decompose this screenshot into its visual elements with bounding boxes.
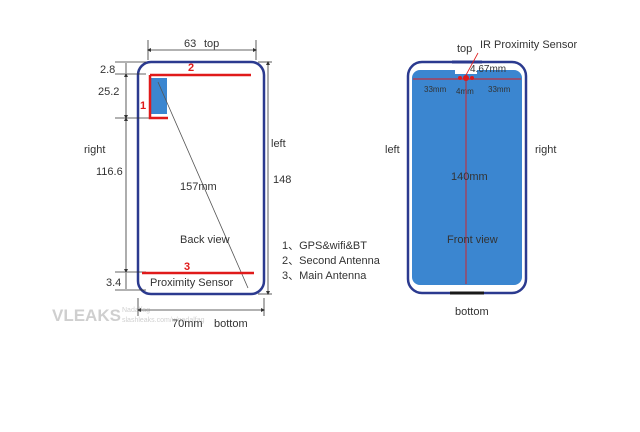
back-label-top: top <box>204 38 219 50</box>
ir-sensor-label: IR Proximity Sensor <box>480 39 578 51</box>
dim-body-height: 116.6 <box>96 166 123 178</box>
dim-antenna-height: 25.2 <box>98 86 119 98</box>
back-phone-outline <box>136 60 266 296</box>
marker-1: 1 <box>140 100 146 112</box>
front-label-right: right <box>535 144 556 156</box>
watermark: VLEAKS Nadalfag slashleaks.com/u/nadalfa… <box>52 306 205 325</box>
legend-item-3: 3、Main Antenna <box>282 270 367 282</box>
antenna-legend: 1、GPS&wifi&BT 2、Second Antenna 3、Main An… <box>282 240 381 282</box>
dim-bottom-gap: 3.4 <box>106 277 121 289</box>
dim-width-top: 63 <box>184 38 196 50</box>
dim-full-height: 148 <box>273 174 291 186</box>
diagonal-line <box>157 81 249 289</box>
dim-top-gap: 2.8 <box>100 64 115 76</box>
antenna-1-line <box>148 75 168 120</box>
watermark-line2: slashleaks.com/u/nadalfag <box>122 317 205 324</box>
dim-sensor-offset: 4.67mm <box>470 64 506 75</box>
ir-sensor-dot <box>463 75 469 81</box>
marker-3: 3 <box>184 261 190 273</box>
back-label-left: left <box>271 138 286 150</box>
legend-item-1: 1、GPS&wifi&BT <box>282 240 367 252</box>
dim-diagonal: 157mm <box>180 181 217 193</box>
front-view-diagram: top IR Proximity Sensor 4.67mm 33mm 4mm … <box>385 39 578 318</box>
proximity-sensor-label: Proximity Sensor <box>150 277 233 289</box>
legend-item-2: 2、Second Antenna <box>282 255 381 267</box>
dim-front-height: 140mm <box>451 171 488 183</box>
front-view-label: Front view <box>447 234 498 246</box>
back-view-label: Back view <box>180 234 230 246</box>
front-label-left: left <box>385 144 400 156</box>
back-view-diagram: 63 top 2.8 25.2 right 116.6 3.4 left 148… <box>84 38 291 330</box>
antenna-1-block <box>150 78 167 114</box>
watermark-brand: VLEAKS <box>52 306 121 325</box>
dim-right-span: 33mm <box>488 85 511 94</box>
dim-full-width: 70mm <box>172 318 203 330</box>
watermark-line1: Nadalfag <box>122 307 150 314</box>
front-label-top: top <box>457 43 472 55</box>
dim-left-span: 33mm <box>424 85 447 94</box>
back-label-bottom: bottom <box>214 318 248 330</box>
marker-2: 2 <box>188 62 194 74</box>
dim-center: 4mm <box>456 87 474 96</box>
front-label-bottom: bottom <box>455 306 489 318</box>
back-label-right: right <box>84 144 105 156</box>
front-screen <box>412 70 522 285</box>
